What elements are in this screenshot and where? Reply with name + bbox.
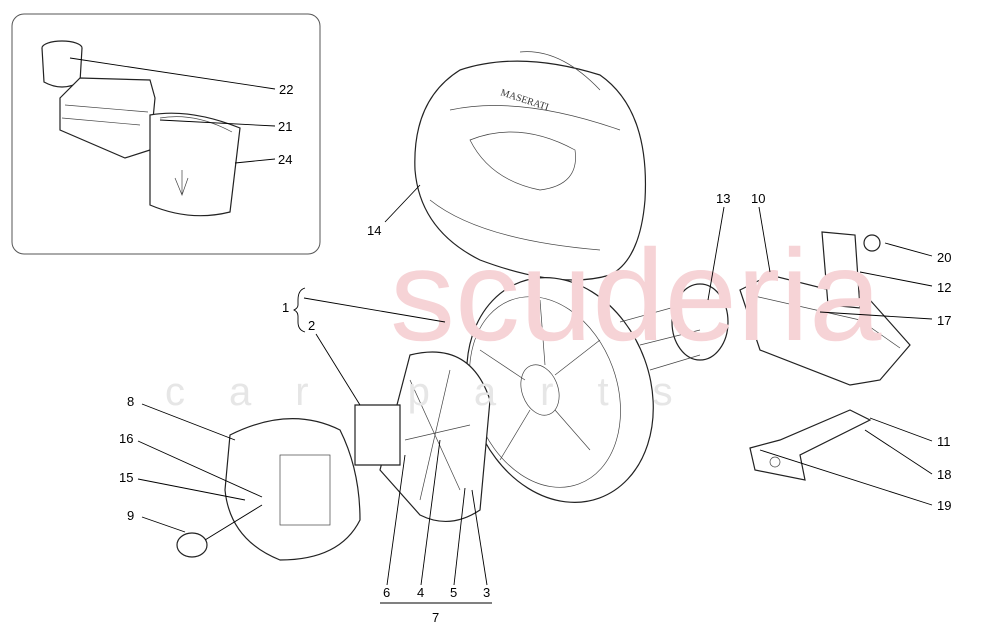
leader-lines — [69, 57, 933, 604]
spare-wheel — [466, 277, 654, 503]
wheel-cover-bag: MASERATI — [414, 51, 647, 281]
callout-14: 14 — [367, 223, 381, 238]
callout-3: 3 — [483, 585, 490, 600]
watermark-main: scuderia — [390, 222, 882, 368]
tool-tray — [739, 231, 911, 386]
callout-11: 11 — [937, 434, 951, 449]
callout-2: 2 — [308, 318, 315, 333]
callout-5: 5 — [450, 585, 457, 600]
callout-1: 1 — [282, 300, 289, 315]
callout-20: 20 — [937, 250, 951, 265]
callout-12: 12 — [937, 280, 951, 295]
callout-19: 19 — [937, 498, 951, 513]
callout-16: 16 — [119, 431, 133, 446]
jack-assembly — [176, 351, 491, 561]
bracket — [749, 409, 872, 481]
callout-4: 4 — [417, 585, 424, 600]
callout-17: 17 — [937, 313, 951, 328]
callout-10: 10 — [751, 191, 765, 206]
hub-adapter — [619, 283, 729, 371]
inset-frame — [11, 13, 321, 255]
callout-7: 7 — [432, 610, 439, 625]
callout-9: 9 — [127, 508, 134, 523]
callout-13: 13 — [716, 191, 730, 206]
callout-labels: 22 21 24 14 13 10 20 12 17 1 2 8 16 15 9… — [119, 82, 951, 625]
watermark-sub: car parts — [165, 370, 717, 414]
callout-18: 18 — [937, 467, 951, 482]
callout-22: 22 — [279, 82, 293, 97]
inset-kit — [41, 40, 241, 217]
callout-21: 21 — [278, 119, 292, 134]
callout-15: 15 — [119, 470, 133, 485]
callout-24: 24 — [278, 152, 292, 167]
callout-8: 8 — [127, 394, 134, 409]
callout-6: 6 — [383, 585, 390, 600]
